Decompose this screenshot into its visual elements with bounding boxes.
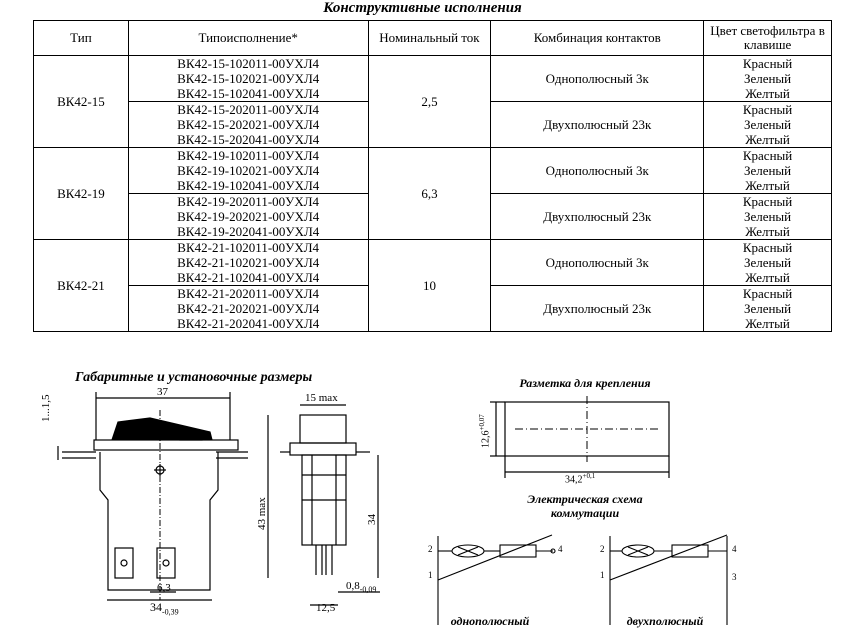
color-line: Желтый xyxy=(745,178,790,193)
color-line: Красный xyxy=(742,286,793,301)
scheme-single-label: однополюсный xyxy=(450,614,530,628)
model-line: ВК42-21-202011-00УХЛ4 xyxy=(177,286,320,301)
dim-15max: 15 max xyxy=(305,392,338,404)
header-contacts: Комбинация контактов xyxy=(490,20,705,56)
color-line: Зеленый xyxy=(743,163,792,178)
header-current: Номинальный ток xyxy=(367,20,492,56)
scheme-title: Электрическая схема коммутации xyxy=(490,492,680,520)
double-pin-4: 4 xyxy=(732,544,737,554)
scheme-double-label: двухполюсный xyxy=(626,614,704,628)
model-line: ВК42-19-102021-00УХЛ4 xyxy=(177,163,320,178)
single-pin-2: 2 xyxy=(428,544,433,554)
drawing-title: Габаритные и установочные размеры xyxy=(75,370,313,385)
model-line: ВК42-19-102041-00УХЛ4 xyxy=(177,178,320,193)
color-line: Зеленый xyxy=(743,117,792,132)
model-line: ВК42-15-102011-00УХЛ4 xyxy=(177,56,320,71)
dim-34: 34-0,39 xyxy=(150,600,179,617)
color-line: Желтый xyxy=(745,132,790,147)
page-title: Конструктивные исполнения xyxy=(323,0,522,16)
dim-1-15: 1...1,5 xyxy=(40,394,52,423)
cell-contacts: Двухполюсный 23к xyxy=(490,193,705,240)
spec-table: Тип Типоисполнение* Номинальный ток Комб… xyxy=(33,20,832,332)
color-line: Желтый xyxy=(745,270,790,285)
color-line: Красный xyxy=(742,194,793,209)
model-line: ВК42-15-202041-00УХЛ4 xyxy=(177,132,320,147)
color-line: Желтый xyxy=(745,224,790,239)
header-type: Тип xyxy=(33,20,129,56)
cell-current: 2,5 xyxy=(367,55,492,148)
cell-type: ВК42-15 xyxy=(33,55,129,148)
model-line: ВК42-15-102041-00УХЛ4 xyxy=(177,86,320,101)
dim-37: 37 xyxy=(157,386,168,398)
scheme-title-line2: коммутации xyxy=(550,506,620,520)
model-line: ВК42-19-202021-00УХЛ4 xyxy=(177,209,320,224)
double-pin-1: 1 xyxy=(600,570,605,580)
color-line: Зеленый xyxy=(743,209,792,224)
model-line: ВК42-19-202011-00УХЛ4 xyxy=(177,194,320,209)
color-line: Зеленый xyxy=(743,71,792,86)
header-color: Цвет светофильтра в клавише xyxy=(703,20,832,56)
cell-contacts: Однополюсный 3к xyxy=(490,239,705,286)
cell-current: 6,3 xyxy=(367,147,492,240)
color-line: Красный xyxy=(742,56,793,71)
dim-6-3: 6,3 xyxy=(157,582,171,594)
color-line: Зеленый xyxy=(743,301,792,316)
mark-width: 34,2+0,1 xyxy=(565,472,596,486)
model-line: ВК42-21-102021-00УХЛ4 xyxy=(177,255,320,270)
model-line: ВК42-21-102011-00УХЛ4 xyxy=(177,240,320,255)
color-line: Красный xyxy=(742,102,793,117)
color-line: Желтый xyxy=(745,86,790,101)
color-line: Желтый xyxy=(745,316,790,331)
dim-12-5: 12,5 xyxy=(316,602,336,614)
scheme-title-line1: Электрическая схема xyxy=(527,492,643,506)
double-pin-2: 2 xyxy=(600,544,605,554)
single-pin-1: 1 xyxy=(428,570,433,580)
model-line: ВК42-15-202021-00УХЛ4 xyxy=(177,117,320,132)
marking-title: Разметка для крепления xyxy=(519,376,651,390)
color-line: Красный xyxy=(742,148,793,163)
cell-contacts: Однополюсный 3к xyxy=(490,147,705,194)
double-pin-3: 3 xyxy=(732,572,737,582)
dim-34-vertical: 34 xyxy=(366,514,378,525)
model-line: ВК42-21-102041-00УХЛ4 xyxy=(177,270,320,285)
color-line: Красный xyxy=(742,240,793,255)
cell-current: 10 xyxy=(367,239,492,332)
model-line: ВК42-15-102021-00УХЛ4 xyxy=(177,71,320,86)
model-line: ВК42-21-202021-00УХЛ4 xyxy=(177,301,320,316)
model-line: ВК42-19-102011-00УХЛ4 xyxy=(177,148,320,163)
cell-type: ВК42-19 xyxy=(33,147,129,240)
color-line: Зеленый xyxy=(743,255,792,270)
header-model: Типоисполнение* xyxy=(127,20,369,56)
cell-contacts: Двухполюсный 23к xyxy=(490,285,705,332)
mark-height: 12,6+0,07 xyxy=(478,414,492,448)
model-line: ВК42-19-202041-00УХЛ4 xyxy=(177,224,320,239)
single-pin-4: 4 xyxy=(558,544,563,554)
table-header-row: Тип Типоисполнение* Номинальный ток Комб… xyxy=(33,20,832,56)
model-line: ВК42-21-202041-00УХЛ4 xyxy=(177,316,320,331)
model-line: ВК42-15-202011-00УХЛ4 xyxy=(177,102,320,117)
cell-contacts: Однополюсный 3к xyxy=(490,55,705,102)
dim-0-8: 0,8-0,09 xyxy=(346,580,377,595)
dim-43max: 43 max xyxy=(256,497,268,530)
cell-contacts: Двухполюсный 23к xyxy=(490,101,705,148)
cell-type: ВК42-21 xyxy=(33,239,129,332)
